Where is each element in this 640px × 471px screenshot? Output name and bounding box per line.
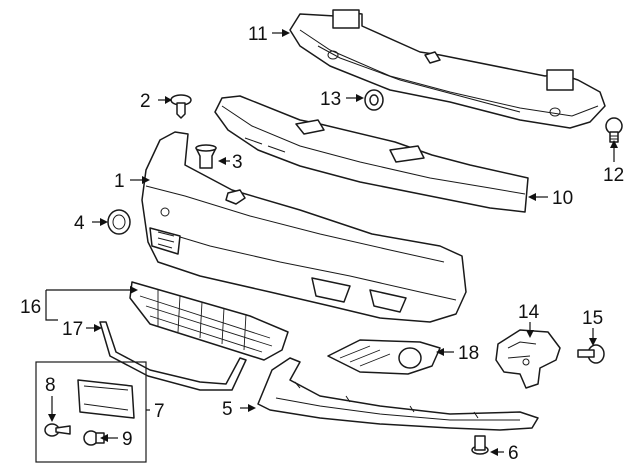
callout-8: 8 (45, 375, 56, 396)
callout-16: 16 (20, 297, 41, 318)
energy-absorber-part-10 (214, 95, 529, 213)
callout-5: 5 (222, 399, 233, 420)
molding-strip-part-17 (99, 321, 247, 391)
clip-part-3 (195, 144, 217, 169)
callout-2: 2 (140, 91, 151, 112)
callout-10: 10 (552, 188, 573, 209)
fog-lamp-bezel-part-18 (327, 339, 441, 375)
bracket-part-14 (495, 329, 561, 389)
callout-7: 7 (154, 401, 165, 422)
screw-part-8 (44, 423, 71, 437)
callout-11: 11 (248, 24, 268, 45)
license-bracket-group-part-7 (35, 361, 147, 463)
bolt-part-2 (170, 94, 192, 119)
push-pin-part-12 (605, 117, 623, 143)
callout-labels: 1 2 3 4 5 6 7 8 9 10 11 12 13 14 15 16 1… (20, 24, 624, 464)
push-pin-part-15 (577, 344, 605, 364)
bumper-cover-part-1 (141, 131, 467, 323)
callout-17: 17 (62, 319, 83, 340)
callout-15: 15 (582, 308, 603, 329)
callout-6: 6 (508, 443, 519, 464)
lower-grille-part-16 (129, 281, 289, 361)
callout-9: 9 (122, 429, 133, 450)
callout-16-bracket (45, 286, 138, 321)
reinforcement-bar-part-11 (289, 9, 606, 129)
tow-hook-cover-part-4 (107, 209, 131, 235)
leader-lines (48, 29, 618, 456)
callout-4: 4 (74, 213, 85, 234)
callout-14: 14 (518, 302, 540, 323)
callout-1: 1 (114, 171, 125, 192)
grommet-part-13 (364, 89, 384, 111)
callout-18: 18 (458, 343, 479, 364)
callout-3: 3 (232, 152, 243, 173)
callout-13: 13 (320, 89, 341, 110)
callout-12: 12 (603, 165, 624, 186)
screw-part-6 (471, 435, 489, 455)
lower-spoiler-part-5 (257, 357, 539, 431)
